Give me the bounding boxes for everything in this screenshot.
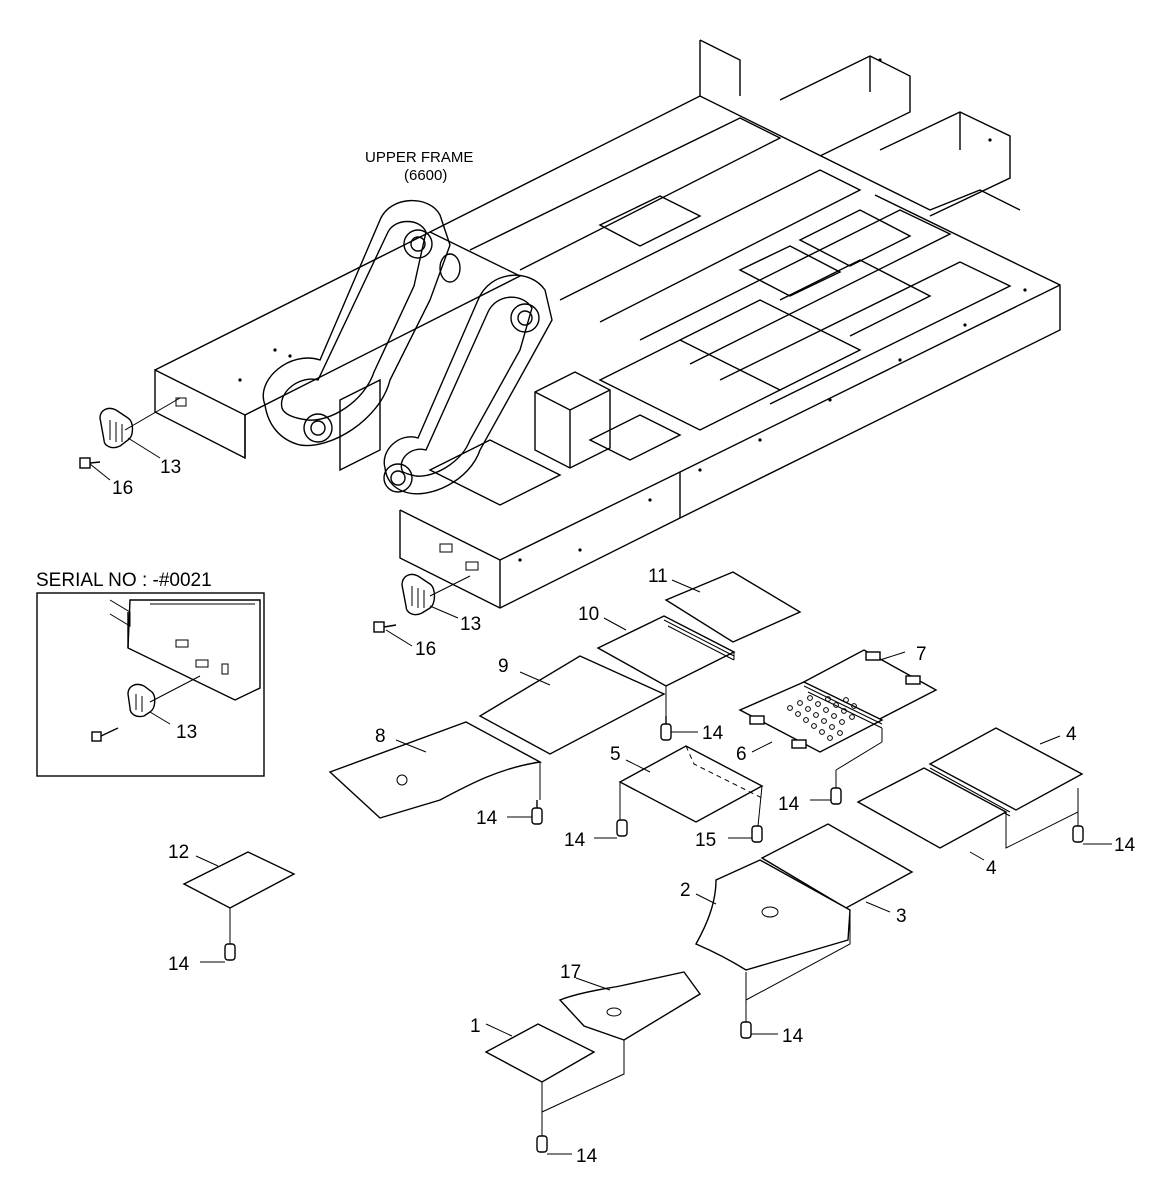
part-17-plate bbox=[558, 971, 702, 1041]
part-9-plate bbox=[478, 655, 666, 755]
upper-frame-label: UPPER FRAME bbox=[365, 149, 473, 166]
bolt-14-f bbox=[740, 1021, 778, 1039]
callout-16a: 16 bbox=[112, 478, 133, 499]
bolt-14-h bbox=[536, 1135, 572, 1155]
callout-16b: 16 bbox=[415, 639, 436, 660]
bolt-14-d bbox=[810, 787, 842, 805]
cover-13-front bbox=[401, 573, 471, 619]
callout-14b: 14 bbox=[702, 723, 724, 744]
callout-14e: 14 bbox=[1114, 835, 1136, 856]
part-11-plate bbox=[664, 571, 802, 643]
inset-serial-label: SERIAL NO : -#0021 bbox=[36, 570, 212, 591]
cover-13-left bbox=[99, 397, 181, 459]
callout-15: 15 bbox=[695, 830, 716, 851]
bolt-14-a bbox=[507, 800, 543, 825]
part-2-plate bbox=[695, 859, 851, 971]
bolt-16-left bbox=[79, 457, 111, 481]
callout-4a: 4 bbox=[1066, 724, 1077, 745]
part-6-grille bbox=[787, 695, 857, 741]
part-3-plate bbox=[760, 823, 914, 909]
inset-box bbox=[36, 592, 265, 777]
callout-7: 7 bbox=[916, 644, 927, 665]
callout-6: 6 bbox=[736, 744, 747, 765]
bolt-14-b bbox=[660, 716, 698, 741]
callout-14h: 14 bbox=[576, 1146, 598, 1167]
callout-1: 1 bbox=[470, 1016, 481, 1037]
bolt-14-g bbox=[200, 943, 236, 963]
part-4-upper-plate bbox=[928, 727, 1084, 811]
callout-14g: 14 bbox=[168, 954, 190, 975]
callout-14d: 14 bbox=[778, 794, 800, 815]
part-8-plate bbox=[328, 721, 543, 819]
callout-14c: 14 bbox=[564, 830, 586, 851]
bolt-14-c bbox=[594, 819, 628, 839]
callout-8: 8 bbox=[375, 726, 386, 747]
upper-frame-code: (6600) bbox=[404, 167, 447, 184]
callout-5: 5 bbox=[610, 744, 621, 765]
callout-10: 10 bbox=[578, 604, 599, 625]
inset-drawing bbox=[91, 599, 261, 742]
callout-12: 12 bbox=[168, 842, 189, 863]
upper-frame-drawing bbox=[154, 39, 1061, 609]
callout-14a: 14 bbox=[476, 808, 498, 829]
callout-17: 17 bbox=[560, 962, 581, 983]
part-12-plate bbox=[182, 851, 296, 909]
callout-13b: 13 bbox=[460, 614, 481, 635]
part-6-plate bbox=[738, 681, 884, 753]
callout-3: 3 bbox=[896, 906, 907, 927]
inset-callout-13: 13 bbox=[176, 722, 197, 743]
part-1-plate bbox=[484, 1023, 596, 1083]
bolt-15 bbox=[728, 825, 763, 843]
callout-13a: 13 bbox=[160, 457, 181, 478]
callout-14f: 14 bbox=[782, 1026, 804, 1047]
callout-11: 11 bbox=[648, 566, 668, 587]
callout-2: 2 bbox=[680, 880, 691, 901]
callout-4b: 4 bbox=[986, 858, 997, 879]
bolt-14-e bbox=[1072, 825, 1112, 845]
callout-9: 9 bbox=[498, 656, 509, 677]
bolt-16-front bbox=[373, 621, 413, 647]
